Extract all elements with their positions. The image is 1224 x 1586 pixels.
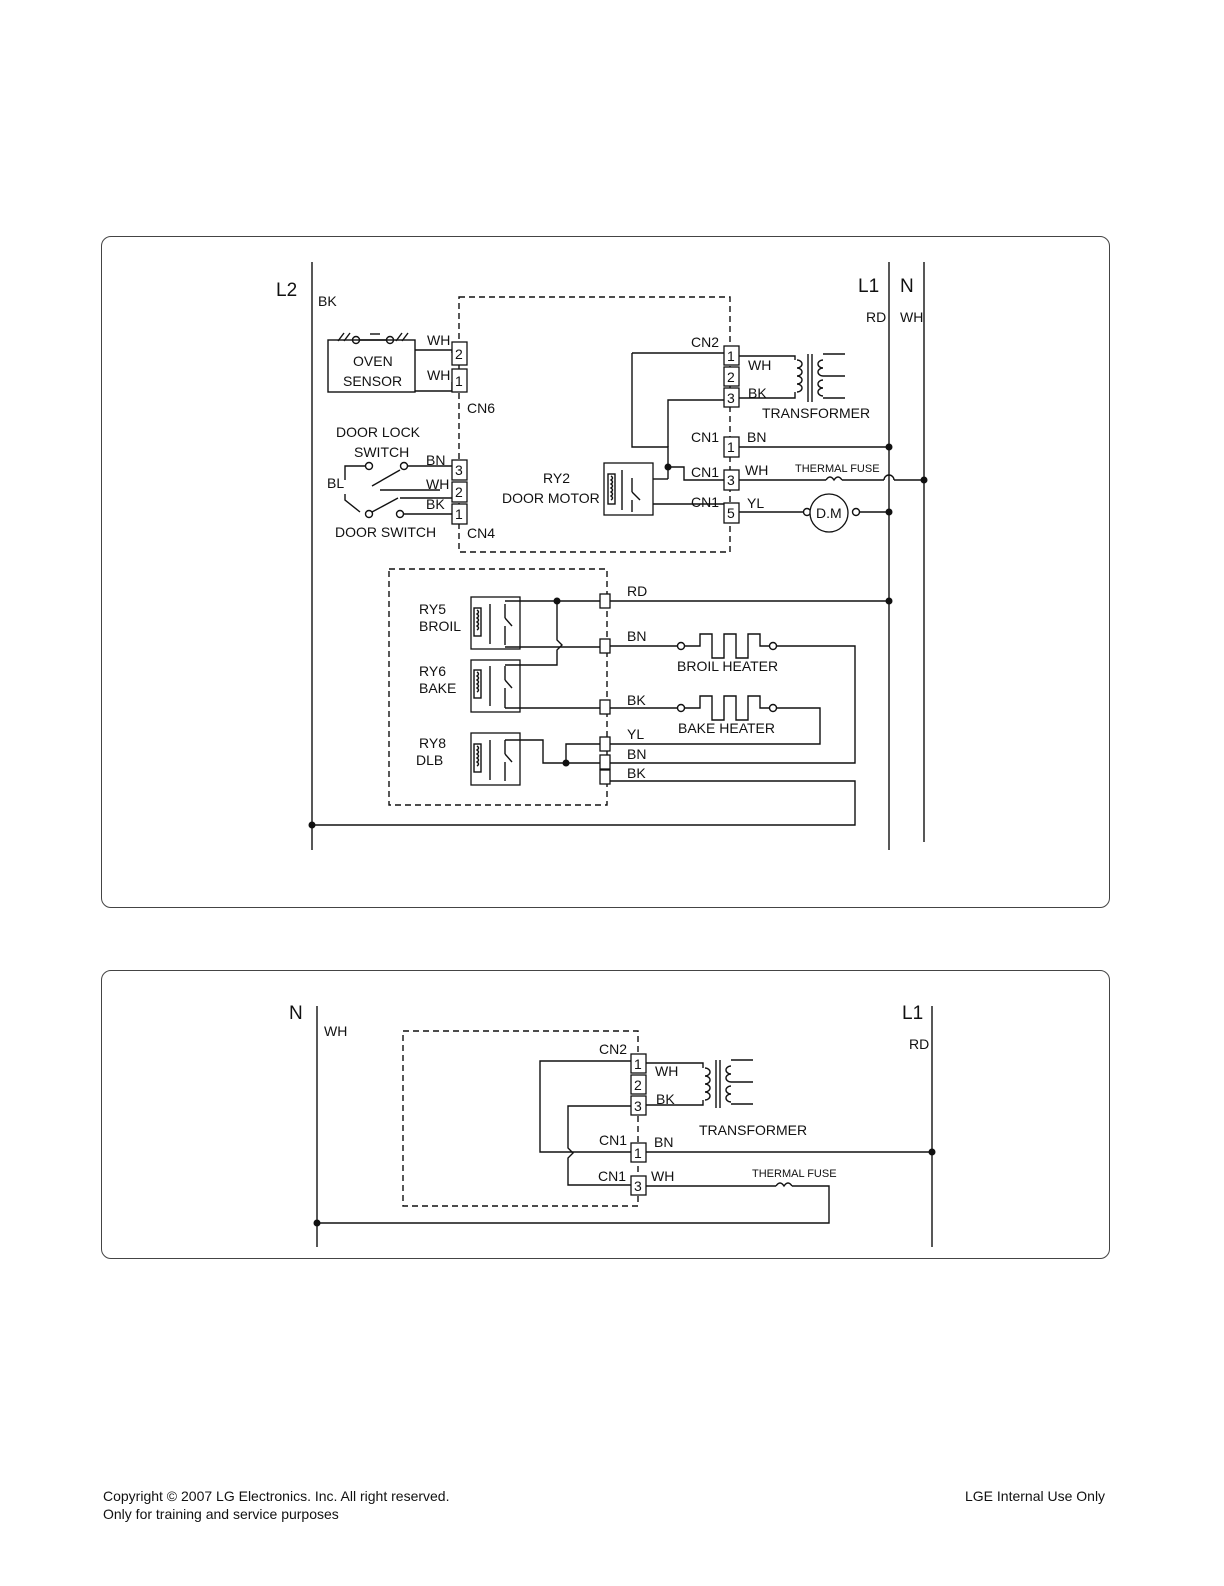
ry8-label-2: DLB	[416, 752, 443, 768]
cn4-label: CN4	[467, 525, 495, 541]
bottom-cn1-pin-3: 3	[634, 1178, 642, 1194]
ry5-label-1: RY5	[419, 601, 446, 617]
top-diagram: L2 BK L1 N RD WH OVEN SENSOR WH WH 2 1 C…	[276, 262, 928, 850]
bottom-cn1-pin-1: 1	[634, 1145, 642, 1161]
bottom-transformer	[704, 1059, 753, 1108]
cn2-label: CN2	[691, 334, 719, 350]
relay-wire-bn-broil: BN	[627, 628, 646, 644]
top-schematic-panel	[101, 236, 1110, 908]
cn4-pin-1: 1	[455, 506, 463, 522]
bottom-schematic-panel	[101, 970, 1110, 1259]
rail-n-label: N	[900, 276, 914, 297]
cn2-pin-3: 3	[727, 390, 735, 406]
bottom-cn2-label: CN2	[599, 1041, 627, 1057]
cn2-pin-2: 2	[727, 369, 735, 385]
top-thermal-fuse	[825, 476, 843, 482]
door-motor	[809, 493, 849, 533]
bottom-cn2-wire-wh: WH	[655, 1063, 678, 1079]
broil-heater-label: BROIL HEATER	[677, 658, 778, 674]
ry6-relay	[470, 659, 521, 713]
sensor-wire-wh-1: WH	[427, 367, 450, 383]
ry8-label-1: RY8	[419, 735, 446, 751]
bl-wire-label: BL	[327, 475, 344, 491]
bottom-thermal-fuse-label: THERMAL FUSE	[752, 1168, 837, 1180]
bake-heater-label: BAKE HEATER	[678, 720, 775, 736]
copyright-text: Copyright © 2007 LG Electronics. Inc. Al…	[103, 1488, 450, 1504]
relay-board-connectors	[599, 593, 611, 785]
bottom-rail-rd-label: RD	[909, 1036, 929, 1052]
relay-wire-rd: RD	[627, 583, 647, 599]
cn4-pin-3: 3	[455, 462, 463, 478]
bottom-cn2-pin-3: 3	[634, 1098, 642, 1114]
ry6-label-2: BAKE	[419, 680, 456, 696]
cn4-wire-wh: WH	[426, 476, 449, 492]
rail-l1-label: L1	[858, 276, 879, 297]
cn1-label-3: CN1	[691, 464, 719, 480]
bottom-cn2-pin-2: 2	[634, 1077, 642, 1093]
cn1-wire-bn: BN	[747, 429, 766, 445]
cn1-pin-5: 5	[727, 505, 735, 521]
ry2-label-1: RY2	[543, 470, 570, 486]
top-transformer-label: TRANSFORMER	[762, 405, 870, 421]
relay-wire-yl: YL	[627, 726, 644, 742]
cn1-label-1: CN1	[691, 429, 719, 445]
ry5-label-2: BROIL	[419, 618, 461, 634]
bottom-diagram: N L1 WH RD CN2 1 2 3 WH BK TRANSFORMER	[289, 1003, 936, 1247]
door-lock-label-2: SWITCH	[354, 444, 409, 460]
door-lock-label-1: DOOR LOCK	[336, 424, 421, 440]
rail-wh-label: WH	[900, 309, 923, 325]
rail-bk-label: BK	[318, 293, 337, 309]
relay-wire-bk-bake: BK	[627, 692, 646, 708]
bottom-cn1-label-3: CN1	[598, 1168, 626, 1184]
sensor-wire-wh-2: WH	[427, 332, 450, 348]
bottom-transformer-label: TRANSFORMER	[699, 1122, 807, 1138]
rail-l2-label: L2	[276, 280, 297, 301]
cn4-wire-bn: BN	[426, 452, 445, 468]
rail-rd-label: RD	[866, 309, 886, 325]
bottom-cn2-pin-1: 1	[634, 1056, 642, 1072]
cn1-wire-yl: YL	[747, 495, 764, 511]
training-text: Only for training and service purposes	[103, 1506, 339, 1522]
cn6-pin-1: 1	[455, 373, 463, 389]
bottom-rail-n-label: N	[289, 1003, 303, 1024]
cn4-pin-2: 2	[455, 484, 463, 500]
cn6-pin-2: 2	[455, 346, 463, 362]
door-switch-label: DOOR SWITCH	[335, 524, 436, 540]
bottom-cn1-label-1: CN1	[599, 1132, 627, 1148]
oven-sensor-label-2: SENSOR	[343, 373, 402, 389]
relay-wire-bk-dlb: BK	[627, 765, 646, 781]
oven-sensor-label-1: OVEN	[353, 353, 393, 369]
cn1-pin-1: 1	[727, 439, 735, 455]
top-transformer	[796, 353, 845, 402]
ry8-relay	[470, 732, 521, 786]
cn2-wire-bk: BK	[748, 385, 767, 401]
top-thermal-fuse-label: THERMAL FUSE	[795, 463, 880, 475]
cn2-wire-wh: WH	[748, 357, 771, 373]
bottom-rail-l1-label: L1	[902, 1003, 923, 1024]
bottom-thermal-fuse	[775, 1182, 793, 1188]
internal-use-text: LGE Internal Use Only	[965, 1488, 1106, 1504]
bottom-cn2-wire-bk: BK	[656, 1091, 675, 1107]
ry6-label-1: RY6	[419, 663, 446, 679]
broil-heater	[685, 633, 769, 659]
cn4-wire-bk: BK	[426, 496, 445, 512]
ry2-label-2: DOOR MOTOR	[502, 490, 600, 506]
cn2-pin-1: 1	[727, 348, 735, 364]
relay-wire-bn-dlb: BN	[627, 746, 646, 762]
bottom-cn1-wire-bn: BN	[654, 1134, 673, 1150]
cn1-label-5: CN1	[691, 494, 719, 510]
cn1-pin-3: 3	[727, 472, 735, 488]
bottom-rail-wh-label: WH	[324, 1023, 347, 1039]
door-motor-label: D.M	[816, 505, 842, 521]
bottom-cn1-wire-wh: WH	[651, 1168, 674, 1184]
ry5-relay	[470, 596, 521, 650]
bake-heater	[685, 695, 769, 721]
cn1-wire-wh: WH	[745, 462, 768, 478]
cn6-label: CN6	[467, 400, 495, 416]
